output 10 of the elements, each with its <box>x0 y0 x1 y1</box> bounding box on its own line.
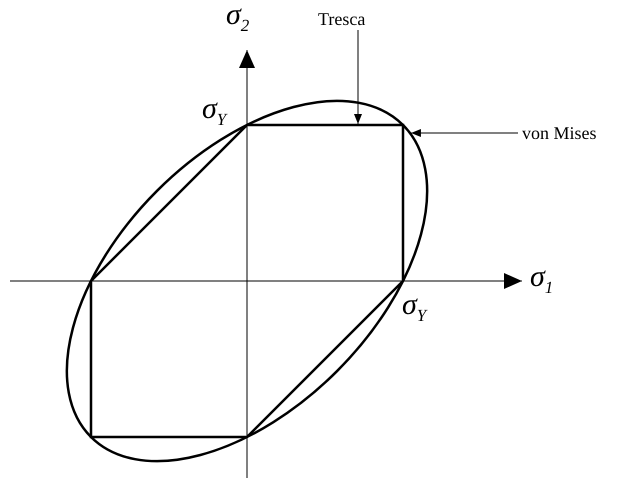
axis-label: σ$_{2}$ <box>226 0 250 34</box>
tresca-hexagon <box>90 124 404 438</box>
callout-text: von Mises <box>522 124 597 142</box>
yield-stress-label: σ$_{Y}$ <box>402 290 426 324</box>
axis-label: σ$_{1}$ <box>530 262 554 296</box>
von-mises-ellipse <box>66 100 428 462</box>
callout-text: Tresca <box>318 10 366 28</box>
leader-line <box>354 30 362 124</box>
leader-line <box>410 129 518 137</box>
yield-stress-label: σ$_{Y}$ <box>202 94 226 128</box>
